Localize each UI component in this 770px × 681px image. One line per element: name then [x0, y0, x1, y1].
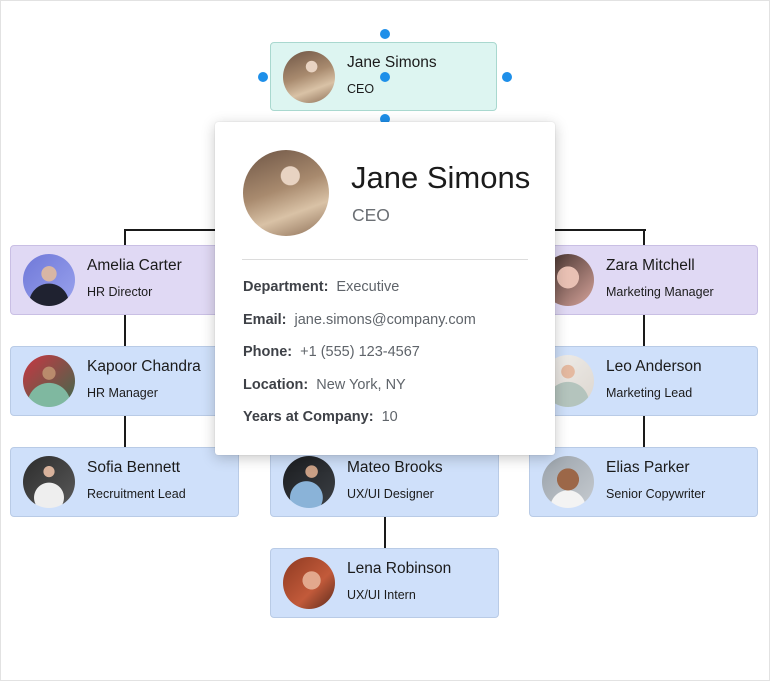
- employee-detail-popup: Jane Simons CEO Department: Executive Ema…: [215, 122, 555, 455]
- field-value: +1 (555) 123-4567: [300, 344, 420, 360]
- connector-line: [643, 416, 645, 448]
- connector-line: [384, 517, 386, 549]
- selection-handle-left[interactable]: [258, 72, 268, 82]
- node-role: HR Director: [87, 285, 153, 299]
- field-label: Phone:: [243, 344, 293, 360]
- node-name: Elias Parker: [606, 459, 690, 476]
- avatar: [23, 456, 75, 508]
- node-role: UX/UI Intern: [347, 588, 416, 602]
- node-name: Amelia Carter: [87, 257, 182, 274]
- field-label: Department:: [243, 279, 329, 295]
- org-node-mateo-brooks[interactable]: Mateo Brooks UX/UI Designer: [270, 447, 499, 517]
- node-name: Leo Anderson: [606, 358, 702, 375]
- org-node-leo-anderson[interactable]: Leo Anderson Marketing Lead: [529, 346, 758, 416]
- divider: [242, 259, 528, 260]
- field-label: Years at Company:: [243, 409, 374, 425]
- avatar: [243, 150, 329, 236]
- field-value: 10: [381, 409, 398, 425]
- node-role: Marketing Lead: [606, 386, 693, 400]
- detail-department: Department: Executive: [243, 279, 399, 295]
- node-name: Jane Simons: [347, 54, 437, 71]
- avatar: [23, 254, 75, 306]
- selection-handle-center[interactable]: [380, 72, 390, 82]
- node-role: Senior Copywriter: [606, 487, 706, 501]
- avatar: [23, 355, 75, 407]
- org-node-lena-robinson[interactable]: Lena Robinson UX/UI Intern: [270, 548, 499, 618]
- popup-name: Jane Simons: [351, 160, 531, 195]
- selection-handle-top[interactable]: [380, 29, 390, 39]
- node-role: UX/UI Designer: [347, 487, 434, 501]
- connector-line: [124, 229, 126, 246]
- connector-line: [643, 315, 645, 347]
- detail-phone: Phone: +1 (555) 123-4567: [243, 344, 420, 360]
- org-node-kapoor-chandra[interactable]: Kapoor Chandra HR Manager: [10, 346, 239, 416]
- node-name: Kapoor Chandra: [87, 358, 201, 375]
- detail-email: Email: jane.simons@company.com: [243, 312, 476, 328]
- node-role: HR Manager: [87, 386, 158, 400]
- node-name: Lena Robinson: [347, 560, 452, 577]
- node-name: Zara Mitchell: [606, 257, 695, 274]
- connector-line: [124, 416, 126, 448]
- connector-line: [643, 229, 645, 246]
- node-name: Mateo Brooks: [347, 459, 443, 476]
- field-value: Executive: [336, 279, 400, 295]
- avatar: [283, 557, 335, 609]
- field-label: Location:: [243, 377, 309, 393]
- field-value[interactable]: jane.simons@company.com: [294, 312, 476, 328]
- node-role: CEO: [347, 82, 375, 96]
- node-role: Recruitment Lead: [87, 487, 186, 501]
- popup-role: CEO: [352, 205, 390, 225]
- org-node-amelia-carter[interactable]: Amelia Carter HR Director: [10, 245, 239, 315]
- org-node-sofia-bennett[interactable]: Sofia Bennett Recruitment Lead: [10, 447, 239, 517]
- avatar: [283, 456, 335, 508]
- org-node-elias-parker[interactable]: Elias Parker Senior Copywriter: [529, 447, 758, 517]
- node-role: Marketing Manager: [606, 285, 714, 299]
- avatar: [283, 51, 335, 103]
- org-node-zara-mitchell[interactable]: Zara Mitchell Marketing Manager: [529, 245, 758, 315]
- field-label: Email:: [243, 312, 287, 328]
- node-name: Sofia Bennett: [87, 459, 181, 476]
- selection-handle-right[interactable]: [502, 72, 512, 82]
- avatar: [542, 456, 594, 508]
- selection-handle-bottom[interactable]: [380, 114, 390, 124]
- detail-years: Years at Company: 10: [243, 409, 398, 425]
- connector-line: [124, 315, 126, 347]
- field-value: New York, NY: [316, 377, 406, 393]
- detail-location: Location: New York, NY: [243, 377, 406, 393]
